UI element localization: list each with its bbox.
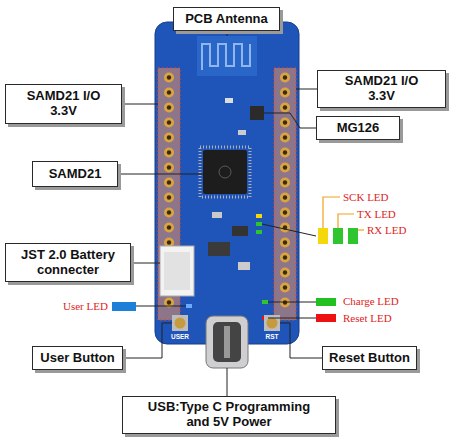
silkscreen-text: RST xyxy=(266,333,279,341)
callout-text: PCB Antenna xyxy=(185,12,268,27)
leader-line xyxy=(227,31,228,36)
leader-line xyxy=(338,214,354,228)
callout-text: MG126 xyxy=(337,121,380,136)
led-label: RX LED xyxy=(367,224,406,237)
led-label: Charge LED xyxy=(343,295,399,308)
leader-line xyxy=(122,104,158,105)
chip-logo xyxy=(219,166,231,178)
led-label: TX LED xyxy=(357,208,396,221)
callout-box: User Button xyxy=(32,346,123,370)
callout-box: JST 2.0 Battery connecter xyxy=(5,243,131,282)
board-led xyxy=(256,222,262,226)
led-swatch xyxy=(112,302,136,311)
pin-strip xyxy=(274,68,296,320)
callout-text: JST 2.0 Battery connecter xyxy=(12,248,124,278)
leader-line xyxy=(264,113,316,128)
led-swatch xyxy=(316,298,336,306)
callout-text: SAMD21 I/O 3.3V xyxy=(337,74,427,104)
led-swatch xyxy=(333,228,343,244)
smd-part xyxy=(212,212,222,218)
leader-line xyxy=(262,224,316,236)
silkscreen-text: USER xyxy=(171,333,189,341)
chip-pins xyxy=(200,147,250,197)
smd-part xyxy=(225,98,233,103)
usb-c-connector xyxy=(206,316,248,368)
callout-box: SAMD21 I/O 3.3V xyxy=(5,84,122,124)
callout-text: User Button xyxy=(40,351,114,366)
led-swatch xyxy=(318,228,328,244)
led-label: SCK LED xyxy=(343,191,389,204)
antenna-area xyxy=(197,36,257,76)
callout-text: SAMD21 xyxy=(49,167,102,182)
leader-line xyxy=(268,302,316,303)
callout-text: SAMD21 I/O 3.3V xyxy=(19,89,109,119)
jst-connector xyxy=(164,252,190,290)
callout-text: Reset Button xyxy=(329,351,410,366)
smd-part xyxy=(238,262,250,270)
antenna-trace xyxy=(202,44,250,70)
leader-line xyxy=(268,318,316,319)
led-swatch xyxy=(316,314,336,322)
leader-line xyxy=(118,174,203,175)
samd21-chip xyxy=(203,150,247,194)
board-led xyxy=(256,230,262,234)
leader-line xyxy=(280,323,322,358)
leader-line xyxy=(123,323,172,358)
leader-line xyxy=(136,306,186,307)
mg126-chip xyxy=(250,106,264,120)
leader-line xyxy=(296,89,317,90)
push-button xyxy=(172,315,188,331)
header-pins xyxy=(277,70,293,310)
callout-text: USB:Type C Programming and 5V Power xyxy=(139,400,319,430)
led-swatch xyxy=(348,228,358,244)
smd-part xyxy=(238,130,246,135)
board-led xyxy=(262,300,268,304)
callout-box: PCB Antenna xyxy=(173,7,280,31)
callout-box: MG126 xyxy=(316,116,400,140)
callout-box: SAMD21 xyxy=(32,161,118,187)
callout-box: USB:Type C Programming and 5V Power xyxy=(122,396,336,434)
usb-c-connector xyxy=(213,322,241,362)
callout-box: Reset Button xyxy=(322,346,417,370)
board-led xyxy=(186,304,192,308)
smd-part xyxy=(208,242,230,256)
board-led xyxy=(256,214,262,218)
push-button xyxy=(175,318,186,329)
jst-connector xyxy=(160,246,194,296)
leader-line xyxy=(358,229,364,230)
push-button xyxy=(267,318,278,329)
callout-box: SAMD21 I/O 3.3V xyxy=(317,70,446,108)
pcb-board xyxy=(155,22,299,344)
led-label: Reset LED xyxy=(343,312,392,325)
leader-line xyxy=(227,368,228,396)
usb-c-connector xyxy=(224,326,230,358)
led-label: User LED xyxy=(63,300,108,313)
push-button xyxy=(264,315,280,331)
smd-part xyxy=(232,226,248,236)
